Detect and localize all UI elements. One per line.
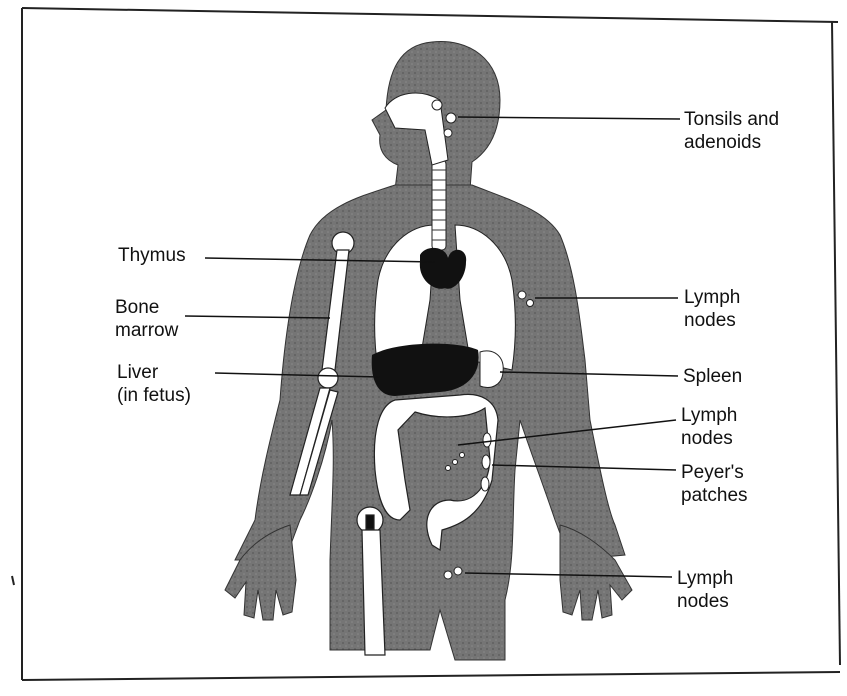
trachea — [432, 160, 446, 250]
frame-bottom-edge — [22, 672, 840, 680]
label-spleen: Spleen — [683, 365, 742, 388]
stray-mark — [12, 576, 14, 585]
label-liver: Liver (in fetus) — [117, 361, 191, 407]
frame-right-edge — [832, 22, 840, 665]
label-bone-marrow: Bone marrow — [115, 296, 178, 342]
label-lymph-nodes-lower: Lymph nodes — [677, 567, 733, 613]
frame-top-edge — [22, 8, 838, 22]
label-peyers-patches: Peyer's patches — [681, 461, 748, 507]
label-tonsils-adenoids: Tonsils and adenoids — [684, 108, 779, 154]
spleen-organ — [480, 351, 503, 388]
label-thymus: Thymus — [118, 244, 186, 267]
label-lymph-nodes-middle: Lymph nodes — [681, 404, 737, 450]
label-lymph-nodes-upper: Lymph nodes — [684, 286, 740, 332]
